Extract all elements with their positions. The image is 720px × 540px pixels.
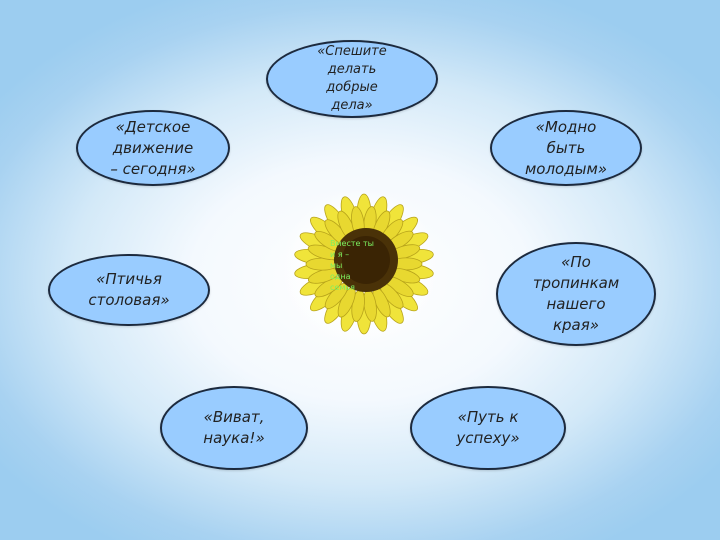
bubble-middle-right-label: «По тропинкам нашего края»: [532, 253, 620, 334]
bubble-bottom-left-label: «Виват, наука!»: [203, 408, 265, 447]
flower-caption: Вместе ты и я – мы одна семья: [330, 239, 374, 292]
bubble-top-label: «Спешите делать добрые дела»: [317, 44, 387, 113]
flower-petals: [294, 193, 434, 335]
sunflower-icon: [280, 188, 440, 348]
bubble-top-right-label: «Модно быть молодым»: [524, 117, 608, 178]
sunflower-image: [280, 188, 440, 348]
flower-center-inner: [342, 236, 390, 284]
bubble-top-right: «Модно быть молодым»: [490, 110, 642, 186]
bubble-middle-left-label: «Птичья столовая»: [88, 270, 170, 309]
bubble-middle-right: «По тропинкам нашего края»: [496, 242, 656, 346]
bubble-bottom-left: «Виват, наука!»: [160, 386, 308, 470]
bubble-top: «Спешите делать добрые дела»: [266, 40, 438, 118]
bubble-bottom-right: «Путь к успеху»: [410, 386, 566, 470]
bubble-top-left: «Детское движение – сегодня»: [76, 110, 230, 186]
bubble-top-left-label: «Детское движение – сегодня»: [110, 117, 196, 178]
bubble-middle-left: «Птичья столовая»: [48, 254, 210, 326]
bubble-bottom-right-label: «Путь к успеху»: [456, 408, 520, 447]
